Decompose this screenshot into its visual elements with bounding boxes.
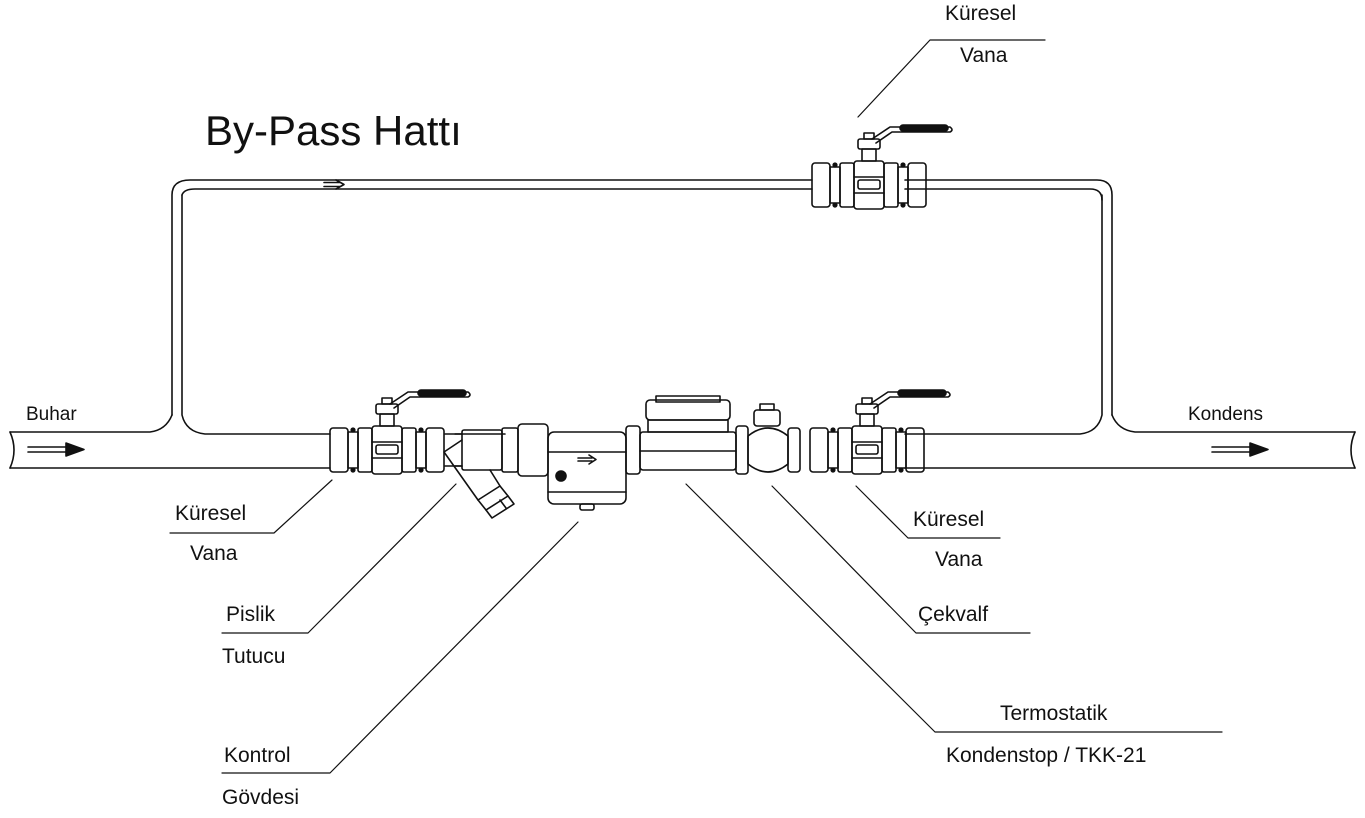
leader-lines xyxy=(169,39,1223,774)
control-body-label-line2: Gövdesi xyxy=(222,786,300,809)
diagram-title: By-Pass Hattı xyxy=(205,107,462,154)
bypass-pipe xyxy=(171,179,1113,416)
bypass-flow-arrow xyxy=(323,179,345,190)
top-valve-label-line1: Küresel xyxy=(945,2,1017,25)
thermostatic-trap xyxy=(625,395,749,475)
inlet-flow-arrow xyxy=(27,442,85,457)
right-valve-label-line2: Vana xyxy=(935,548,983,571)
control-body-label-line1: Kontrol xyxy=(224,744,291,767)
outlet-label: Kondens xyxy=(1188,404,1264,425)
control-body-flow-arrow xyxy=(577,454,597,465)
check-valve-label: Çekvalf xyxy=(918,603,989,626)
top-valve-label-line2: Vana xyxy=(960,44,1008,67)
control-body xyxy=(547,431,627,511)
right-valve-label-line1: Küresel xyxy=(913,508,985,531)
strainer-label-line1: Pislik xyxy=(226,603,276,626)
top-ball-valve xyxy=(811,124,953,210)
outlet-flow-arrow xyxy=(1211,442,1269,457)
control-body-sight-dot xyxy=(555,470,567,482)
strainer-label-line2: Tutucu xyxy=(222,645,286,668)
main-pipe xyxy=(9,194,1356,469)
trap-label-line1: Termostatik xyxy=(1000,702,1108,725)
left-ball-valve xyxy=(329,389,471,475)
check-valve xyxy=(747,403,801,473)
y-strainer xyxy=(443,423,549,519)
left-valve-label-line2: Vana xyxy=(190,542,238,565)
left-valve-label-line1: Küresel xyxy=(175,502,247,525)
trap-label-line2: Kondenstop / TKK-21 xyxy=(946,744,1147,767)
right-ball-valve xyxy=(809,389,951,475)
inlet-label: Buhar xyxy=(26,404,77,425)
